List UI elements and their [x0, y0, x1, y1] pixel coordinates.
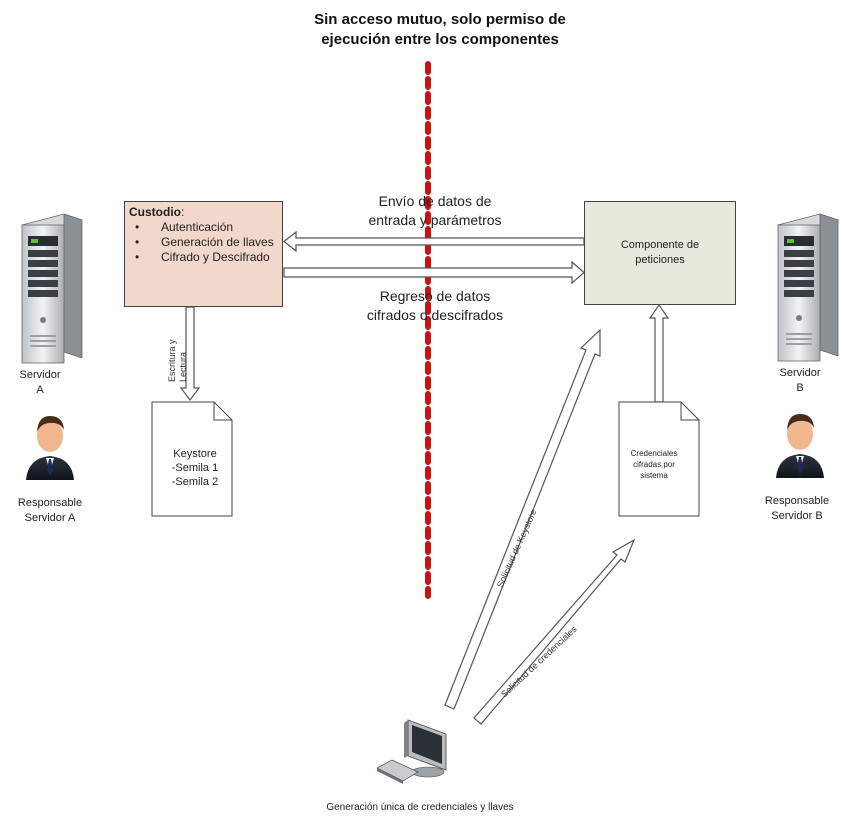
- escritura-label: Escritura y Lectura: [167, 339, 188, 382]
- generacion-label: Generación única de credenciales y llave…: [326, 802, 514, 813]
- keystore-label: Keystore -Semila 1 -Semila 2: [171, 448, 219, 488]
- envio-label: Envío de datos de entrada y parámetros: [368, 193, 502, 228]
- custodio-item: Cifrado y Descifrado: [129, 250, 278, 265]
- custodio-item: Autenticación: [129, 220, 278, 235]
- custodio-box: Custodio: Autenticación Generación de ll…: [124, 201, 283, 307]
- custodio-heading: Custodio:: [129, 205, 185, 219]
- credenciales-label: Credenciales cifradas por sistema: [630, 449, 678, 480]
- custodio-item: Generación de llaves: [129, 235, 278, 250]
- custodio-list: Autenticación Generación de llaves Cifra…: [129, 220, 278, 265]
- arrow-credenciales-up: [648, 303, 670, 403]
- credenciales-document-shape: [618, 401, 700, 517]
- arrow-escritura: [179, 306, 201, 401]
- responsable-a-label: Responsable Servidor A: [17, 497, 83, 524]
- componente-box: Componente de peticiones: [584, 201, 736, 305]
- workstation-icon: [376, 719, 447, 784]
- responsable-a-icon: [26, 416, 74, 480]
- servidor-a-label: Servidor A: [19, 369, 61, 396]
- arrow-solicitud-keystore: [444, 328, 601, 710]
- keystore-document-shape: [151, 401, 233, 517]
- componente-label: Componente de peticiones: [620, 239, 700, 266]
- credenciales-document-fold: [680, 402, 699, 421]
- arrow-envio: [283, 230, 585, 253]
- arrow-solicitud-credenciales: [473, 538, 636, 725]
- server-b-icon: [776, 213, 840, 362]
- regreso-label: Regreso de datos cifrados o descifrados: [366, 288, 504, 323]
- diagram-title: Sin acceso mutuo, solo permiso de ejecuc…: [314, 11, 566, 48]
- arrow-regreso: [283, 260, 585, 285]
- server-a-icon: [20, 213, 84, 364]
- keystore-document-fold: [213, 402, 232, 421]
- servidor-b-label: Servidor B: [779, 367, 821, 394]
- responsable-b-icon: [776, 414, 824, 478]
- responsable-b-label: Responsable Servidor B: [764, 495, 830, 522]
